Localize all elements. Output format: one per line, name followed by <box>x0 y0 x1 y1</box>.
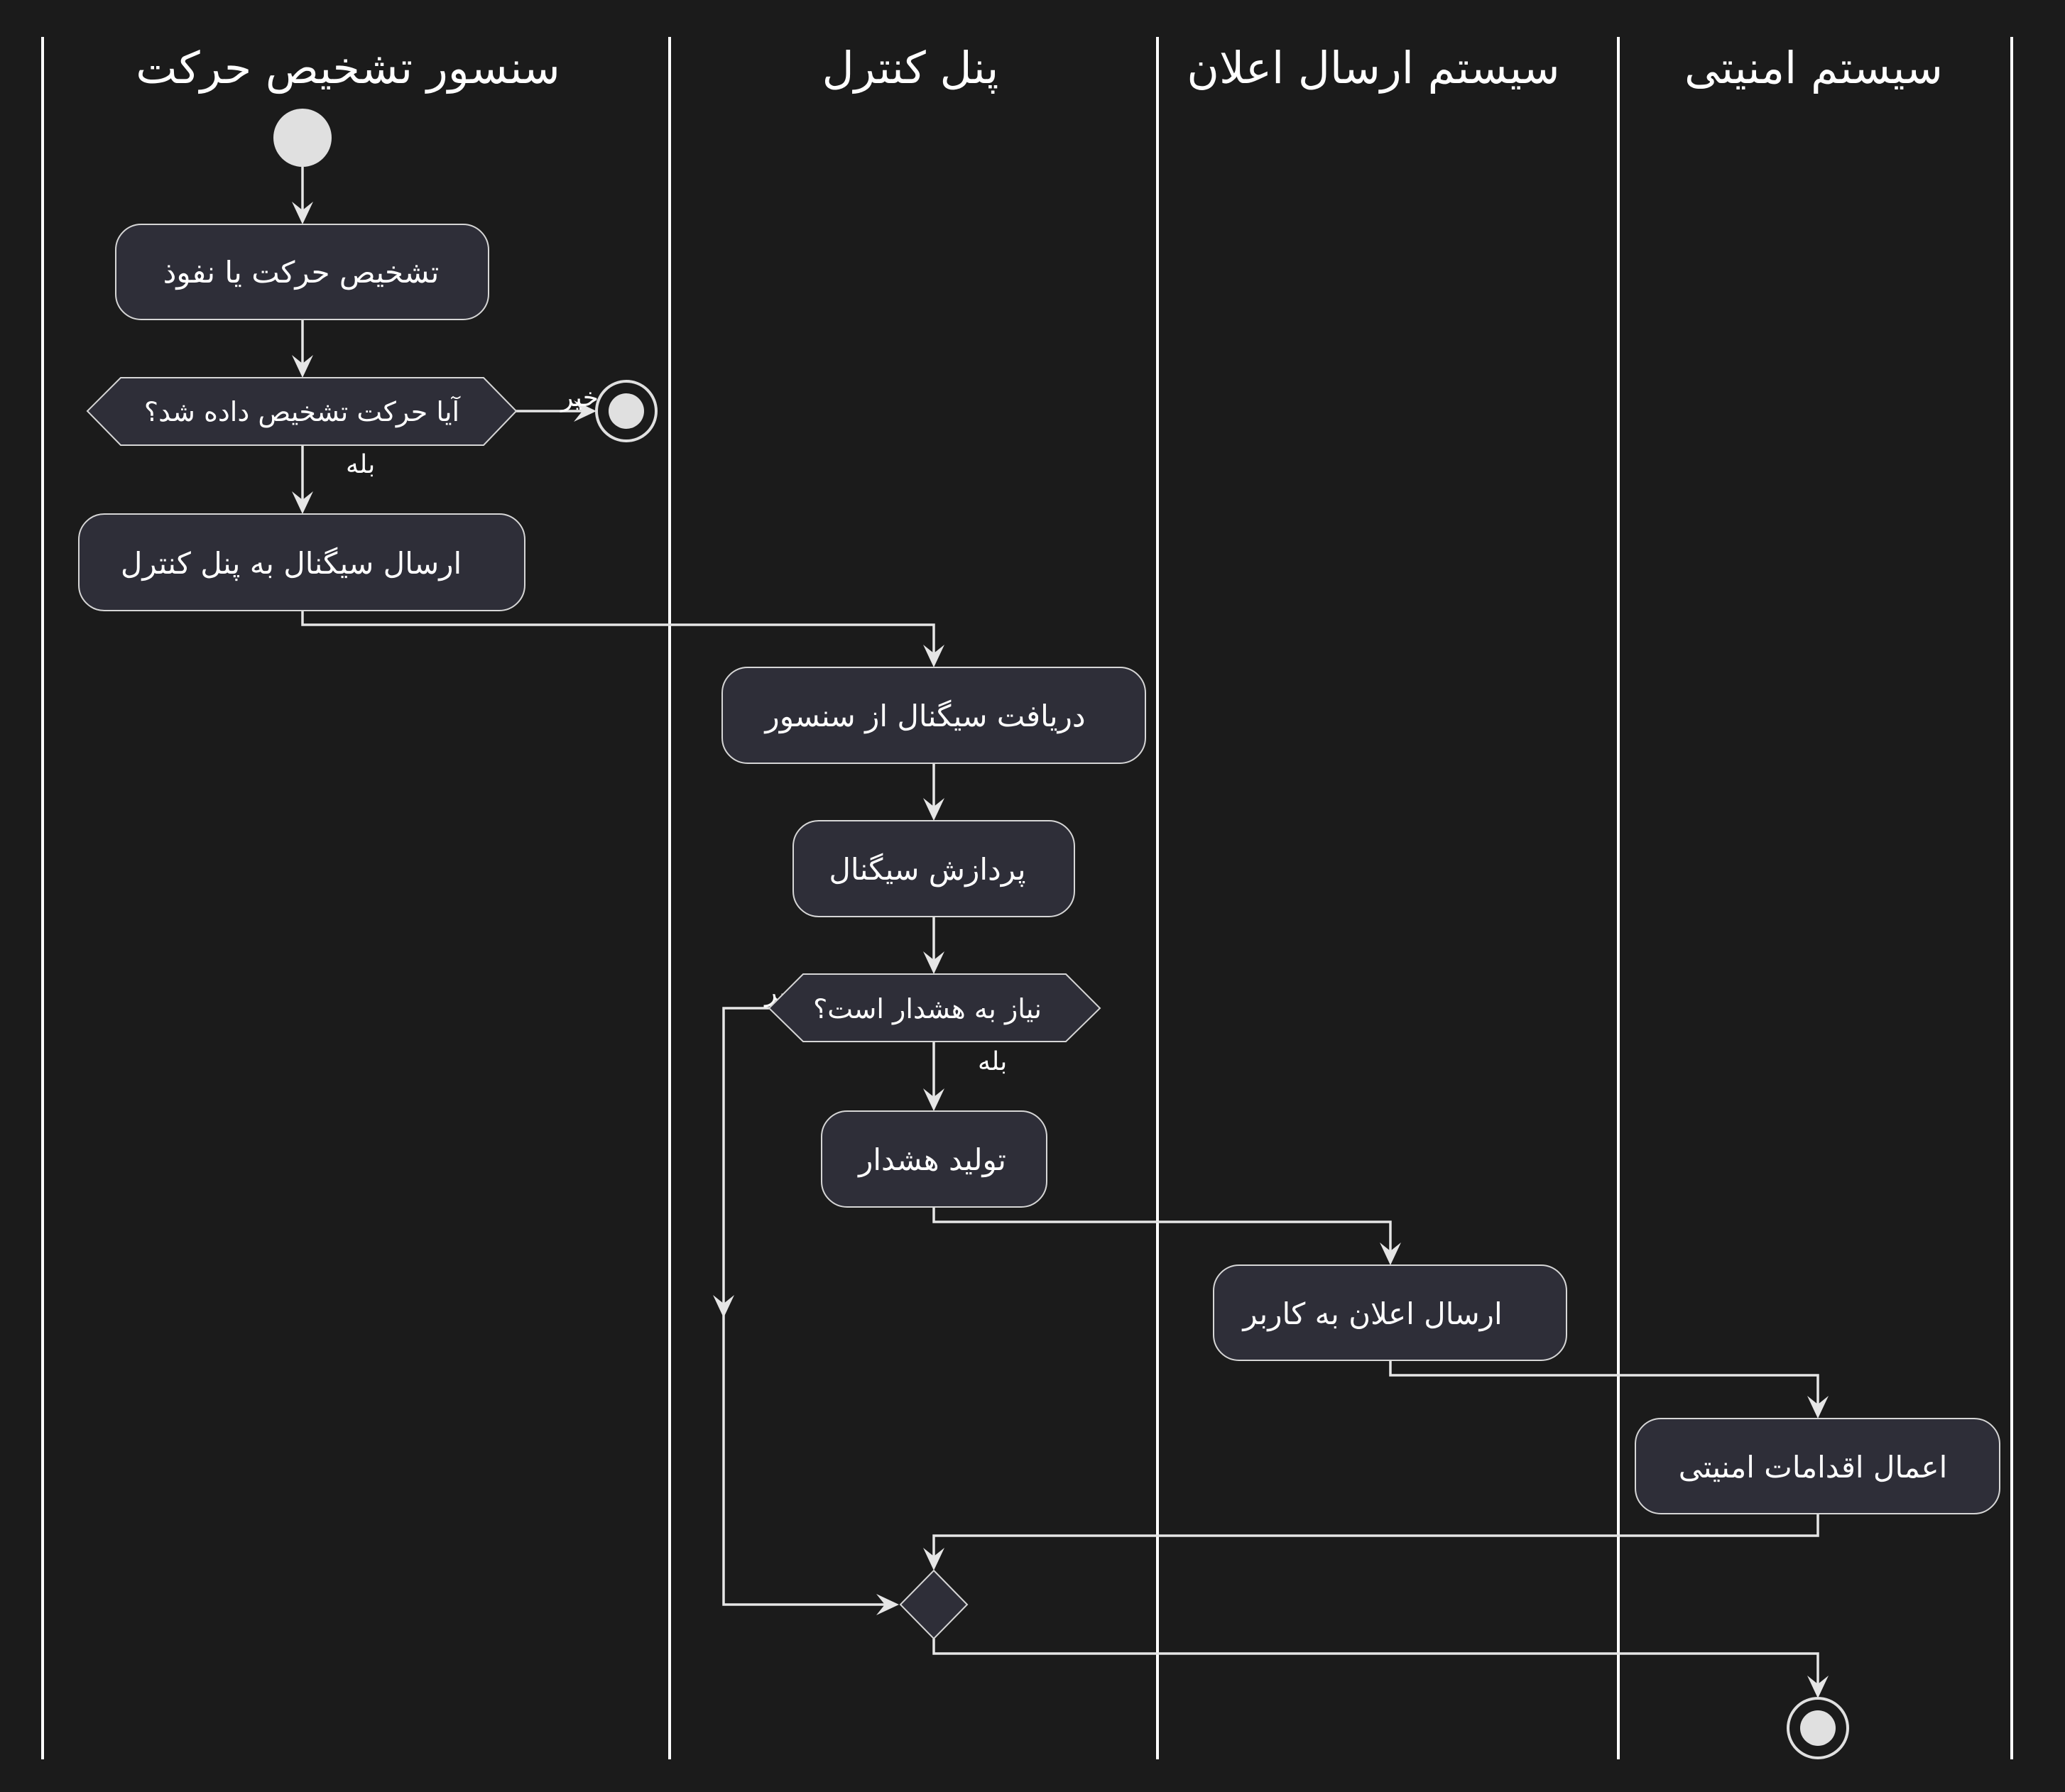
arrowhead <box>1380 1242 1401 1265</box>
activity-box <box>721 667 1146 764</box>
node-detect: تشخیص حرکت یا نفوذ <box>115 224 489 320</box>
decision-motion-detected: آیا حرکت تشخیص داده شد؟ <box>86 377 518 446</box>
decision-alert-needed: نیاز به هشدار است؟ <box>768 973 1101 1042</box>
arrowhead <box>923 951 944 974</box>
arrowhead <box>923 798 944 821</box>
activity-box <box>792 820 1075 917</box>
edge-label-alert-yes: بله <box>978 1047 1007 1076</box>
arrowhead <box>574 400 596 422</box>
lane-title-control-panel: پنل کنترل <box>822 42 999 94</box>
node-send-signal: ارسال سیگنال به پنل کنترل <box>78 513 525 611</box>
arrowhead <box>923 1548 944 1570</box>
edge-generate-to-notify <box>932 1207 1392 1254</box>
arrowhead <box>876 1594 899 1615</box>
start-node <box>273 109 332 167</box>
end-node-inner <box>1800 1710 1836 1746</box>
end-node-inner <box>609 393 644 429</box>
end-node-final <box>1787 1697 1849 1759</box>
node-label-process-signal: پردازش سیگنال <box>829 852 1025 887</box>
merge-diamond <box>899 1569 969 1640</box>
lane-title-notification-system: سیستم ارسال اعلان <box>1187 42 1559 94</box>
node-security-actions: اعمال اقدامات امنیتی <box>1635 1418 2000 1514</box>
node-label-send-notification: ارسال اعلان به کاربر <box>1241 1296 1502 1331</box>
lane-title-security-system: سیستم امنیتی <box>1684 42 1943 94</box>
node-process-signal: پردازش سیگنال <box>792 820 1075 917</box>
decision-label-motion-detected: آیا حرکت تشخیص داده شد؟ <box>144 395 461 428</box>
activity-box <box>78 513 525 611</box>
arrowhead <box>1807 1676 1829 1698</box>
edge-send-to-receive <box>301 611 935 656</box>
edge-label-detected-yes: بله <box>346 450 375 479</box>
edges <box>292 167 1829 1698</box>
edge-merge-to-end <box>932 1639 1819 1687</box>
arrowhead <box>292 355 313 378</box>
node-label-security-actions: اعمال اقدامات امنیتی <box>1679 1450 1948 1485</box>
end-node-outer <box>595 380 658 442</box>
activity-box <box>1635 1418 2000 1514</box>
edge-label-detected-no: خیر <box>560 383 599 413</box>
end-node-no-motion <box>595 380 658 442</box>
node-label-send-signal: ارسال سیگنال به پنل کنترل <box>121 546 462 581</box>
node-label-generate-alert: تولید هشدار <box>857 1142 1006 1177</box>
edge-alert-no-to-merge-2 <box>722 1306 888 1606</box>
arrowhead <box>923 645 944 667</box>
arrowhead <box>292 202 313 224</box>
arrowhead <box>292 491 313 514</box>
arrowhead <box>1807 1396 1829 1419</box>
edge-alert-no-to-merge <box>722 1007 769 1306</box>
node-label-receive-signal: دریافت سیگنال از سنسور <box>763 699 1085 733</box>
decision-label-alert-needed: نیاز به هشدار است؟ <box>813 993 1042 1025</box>
node-receive-signal: دریافت سیگنال از سنسور <box>721 667 1146 764</box>
edge-security-to-merge <box>932 1514 1819 1559</box>
decision-hexagon <box>86 377 518 446</box>
activity-box <box>1213 1264 1567 1361</box>
lane-title-motion-sensor: سنسور تشخیص حرکت <box>136 42 560 94</box>
node-label-detect: تشخیص حرکت یا نفوذ <box>163 255 440 290</box>
activity-box <box>115 224 489 320</box>
node-send-notification: ارسال اعلان به کاربر <box>1213 1264 1567 1361</box>
arrowhead <box>923 1088 944 1111</box>
end-node-outer <box>1787 1697 1849 1759</box>
decision-hexagon <box>768 973 1101 1042</box>
node-generate-alert: تولید هشدار <box>821 1110 1047 1208</box>
swimlane-separators <box>41 37 2013 1759</box>
activity-box <box>821 1110 1047 1208</box>
edge-notify-to-security <box>1389 1360 1819 1407</box>
swimlane-titles: سنسور تشخیص حرکت پنل کنترل سیستم ارسال ا… <box>136 42 1943 94</box>
